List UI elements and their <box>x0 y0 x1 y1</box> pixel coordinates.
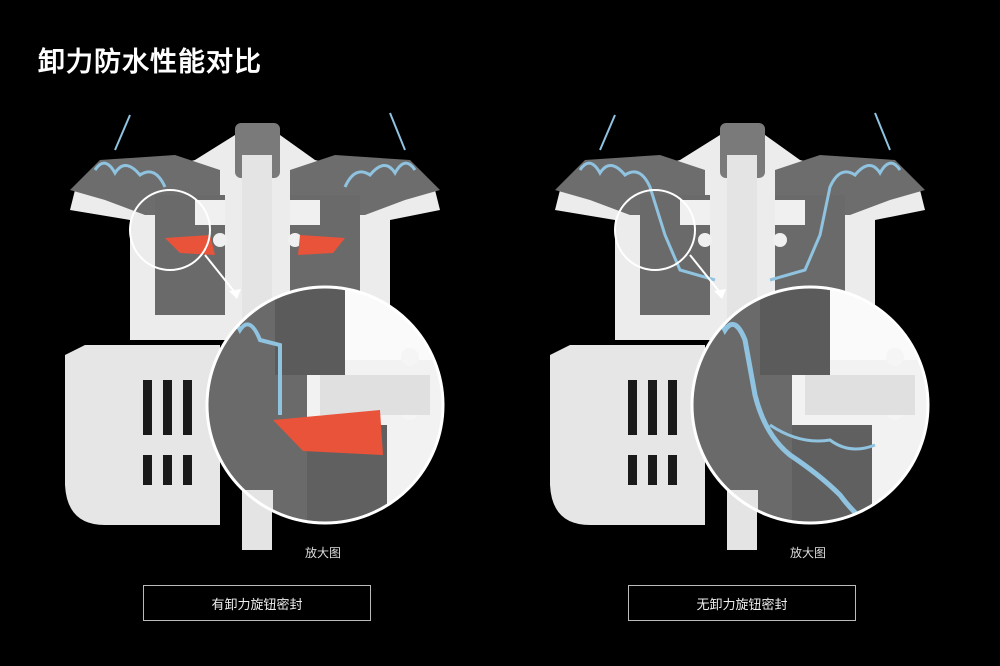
zoom-dark <box>760 287 830 375</box>
magnifier-ring <box>205 285 445 525</box>
zoom-arrow-head <box>229 289 241 299</box>
zoom-screw <box>886 348 904 366</box>
zoom-water <box>702 316 872 523</box>
label-with-seal: 有卸力旋钮密封 <box>143 585 371 621</box>
vent-slot <box>143 455 152 485</box>
water-splash <box>343 161 417 188</box>
screw <box>773 233 787 247</box>
vent-slot <box>668 455 677 485</box>
vent-slot <box>628 455 637 485</box>
vent-slot <box>143 380 152 435</box>
cross-section-with-seal <box>45 95 465 565</box>
label-without-seal: 无卸力旋钮密封 <box>628 585 856 621</box>
zoom-caption-left: 放大图 <box>305 546 342 560</box>
vent-slot <box>648 455 657 485</box>
detail-marker <box>614 189 696 271</box>
page-title: 卸力防水性能对比 <box>38 47 262 78</box>
cross-section-without-seal <box>530 95 950 565</box>
water-splash <box>114 112 406 151</box>
lower-housing <box>550 345 705 525</box>
seal-ring <box>298 235 345 255</box>
lower-housing <box>65 345 220 525</box>
vent-slot <box>628 380 637 435</box>
vent-slot <box>668 380 677 435</box>
zoom-arrow <box>689 254 723 296</box>
inner-part <box>775 200 805 225</box>
detail-marker <box>129 189 211 271</box>
vent-slot <box>183 380 192 435</box>
seal-ring-zoomed <box>273 410 383 455</box>
zoom-screw <box>401 348 419 366</box>
water-splash <box>93 161 167 188</box>
vent-slot <box>648 380 657 435</box>
zoom-dark <box>275 287 345 375</box>
screw <box>288 233 302 247</box>
vent-slot <box>163 455 172 485</box>
water-splash <box>599 112 891 151</box>
cross-section-diagram-left <box>65 112 445 550</box>
zoom-caption-right: 放大图 <box>790 546 827 560</box>
zoom-light <box>805 375 915 415</box>
screw <box>698 233 712 247</box>
vent-slot <box>163 380 172 435</box>
vent-slot <box>183 455 192 485</box>
zoom-arrow <box>204 254 238 296</box>
water-leak <box>578 161 716 282</box>
zoom-light <box>320 375 430 415</box>
seal-ring <box>165 235 215 255</box>
cross-section-diagram-right <box>550 112 930 550</box>
zoom-arrow-head <box>714 289 726 299</box>
inner-part <box>290 200 320 225</box>
water-leak <box>769 161 902 282</box>
magnifier-ring <box>690 285 930 525</box>
screw <box>213 233 227 247</box>
zoom-water <box>769 423 876 451</box>
